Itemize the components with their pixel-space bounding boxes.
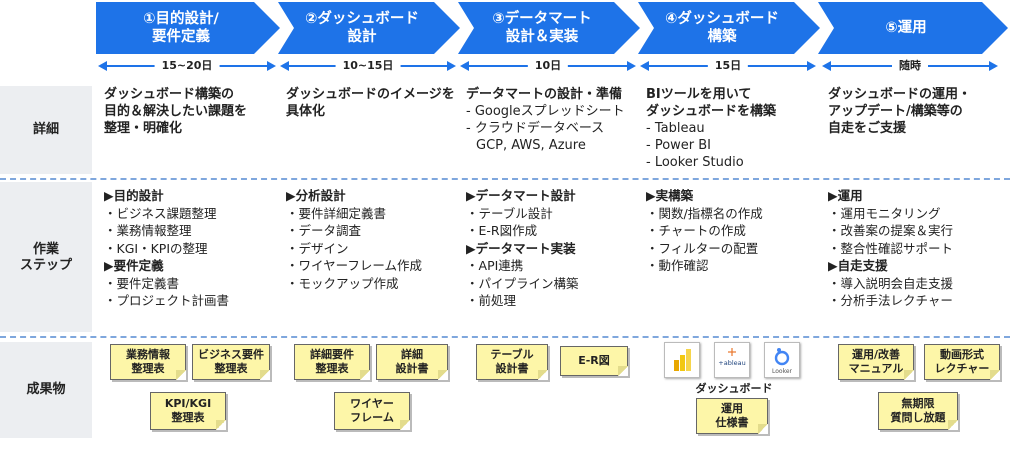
step-item: 要件定義書 <box>104 275 229 293</box>
detail-4: BIツールを用いて ダッシュボードを構築 - Tableau - Power B… <box>646 87 777 170</box>
step-item: フィルターの配置 <box>646 240 763 258</box>
deliverable-operation-manual: 運用/改善 マニュアル <box>838 344 914 380</box>
row-label-deliverables: 成果物 <box>26 382 66 397</box>
deliverable-kpi-kgi-sheet: KPI/KGI 整理表 <box>150 392 226 430</box>
phase-3-chevron: ③データマート 設計＆実装 <box>458 2 640 54</box>
detail-4-item: - Tableau <box>646 121 705 136</box>
looker-icon-text: Looker <box>772 368 793 375</box>
step-item: デザイン <box>286 240 422 258</box>
step-item: 導入説明会自走支援 <box>828 275 954 293</box>
deliverable-wireframe: ワイヤー フレーム <box>334 392 410 430</box>
step-item: パイプライン構築 <box>466 275 579 293</box>
phase-4-chevron: ④ダッシュボード 構築 <box>638 2 820 54</box>
duration-2: 10~15日 <box>280 58 456 74</box>
dashboard-caption: ダッシュボード <box>695 382 773 395</box>
tableau-icon: +ableau <box>714 342 750 378</box>
tableau-icon-text: +ableau <box>718 359 745 367</box>
phase-1-chevron: ①目的設計/ 要件定義 <box>96 2 280 54</box>
phase-2-title: ②ダッシュボード 設計 <box>305 11 419 45</box>
deliverable-unlimited-qa: 無期限 質問し放題 <box>878 392 958 430</box>
step-item: 動作確認 <box>646 257 763 275</box>
detail-2: ダッシュボードのイメージを 具体化 <box>286 87 455 119</box>
step-item: ワイヤーフレーム作成 <box>286 257 423 275</box>
step-item: プロジェクト計画書 <box>104 292 230 310</box>
detail-3-item: - Googleスプレッドシート <box>466 104 625 119</box>
step-item: 整合性確認サポート <box>828 240 954 258</box>
step-item: テーブル設計 <box>466 205 579 223</box>
deliverable-operation-spec: 運用 仕様書 <box>696 398 768 434</box>
phase-3-title: ③データマート 設計＆実装 <box>492 11 592 45</box>
steps-4: ▶実構築 関数/指標名の作成 チャートの作成 フィルターの配置 動作確認 <box>646 187 763 275</box>
deliverable-detailed-requirements-sheet: 詳細要件 整理表 <box>294 344 370 380</box>
duration-3: 10日 <box>460 58 636 74</box>
detail-3: データマートの設計・準備 - Googleスプレッドシート - クラウドデータベ… <box>466 87 625 153</box>
step-item: 改善案の提案＆実行 <box>828 222 954 240</box>
separator-1 <box>0 178 1010 180</box>
duration-4: 15日 <box>640 58 816 74</box>
detail-4-item: - Power BI <box>646 138 712 153</box>
duration-5: 随時 <box>822 58 998 74</box>
step-item: 運用モニタリング <box>828 205 953 223</box>
steps-5: ▶運用 運用モニタリング 改善案の提案＆実行 整合性確認サポート ▶自走支援 導… <box>828 187 953 310</box>
steps-3: ▶データマート設計 テーブル設計 E-R図作成 ▶データマート実装 API連携 … <box>466 187 579 310</box>
step-item: 分析手法レクチャー <box>828 292 953 310</box>
step-item: KGI・KPIの整理 <box>104 240 229 258</box>
step-item: 前処理 <box>466 292 579 310</box>
step-item: データ調査 <box>286 222 422 240</box>
deliverable-video-lecture: 動画形式 レクチャー <box>924 344 1000 380</box>
looker-icon: Looker <box>764 342 800 378</box>
steps-1: ▶目的設計 ビジネス課題整理 業務情報整理 KGI・KPIの整理 ▶要件定義 要… <box>104 187 229 310</box>
step-item: モックアップ作成 <box>286 275 422 293</box>
deliverable-table-design-doc: テーブル 設計書 <box>476 344 548 380</box>
step-item: E-R図作成 <box>466 222 579 240</box>
powerbi-icon <box>664 342 700 378</box>
detail-3-item: GCP, AWS, Azure <box>476 138 586 153</box>
separator-2 <box>0 336 1010 338</box>
step-item: 要件詳細定義書 <box>286 205 422 223</box>
duration-1: 15~20日 <box>98 58 276 74</box>
step-item: チャートの作成 <box>646 222 763 240</box>
row-label-steps: 作業 ステップ <box>19 242 72 273</box>
phase-4-title: ④ダッシュボード 構築 <box>665 11 779 45</box>
detail-4-item: - Looker Studio <box>646 155 744 170</box>
phase-1-title: ①目的設計/ 要件定義 <box>143 11 219 45</box>
deliverable-business-requirements-sheet: ビジネス要件 整理表 <box>192 344 270 380</box>
step-item: API連携 <box>466 257 579 275</box>
step-item: 業務情報整理 <box>104 222 229 240</box>
detail-3-item: - クラウドデータベース <box>466 121 605 136</box>
deliverable-detailed-design-doc: 詳細 設計書 <box>376 344 448 380</box>
row-label-detail: 詳細 <box>32 122 59 137</box>
phase-5-chevron: ⑤運用 <box>818 2 1008 54</box>
step-item: 関数/指標名の作成 <box>646 205 763 223</box>
detail-5: ダッシュボードの運用・ アップデート/構築等の 自走をご支援 <box>828 87 972 136</box>
deliverable-er-diagram: E-R図 <box>560 346 628 376</box>
deliverable-business-info-sheet: 業務情報 整理表 <box>110 344 186 380</box>
steps-2: ▶分析設計 要件詳細定義書 データ調査 デザイン ワイヤーフレーム作成 モックア… <box>286 187 422 292</box>
detail-1: ダッシュボード構築の 目的＆解決したい課題を 整理・明確化 <box>104 87 248 136</box>
phase-2-chevron: ②ダッシュボード 設計 <box>278 2 460 54</box>
step-item: ビジネス課題整理 <box>104 205 229 223</box>
phase-5-title: ⑤運用 <box>885 20 927 36</box>
